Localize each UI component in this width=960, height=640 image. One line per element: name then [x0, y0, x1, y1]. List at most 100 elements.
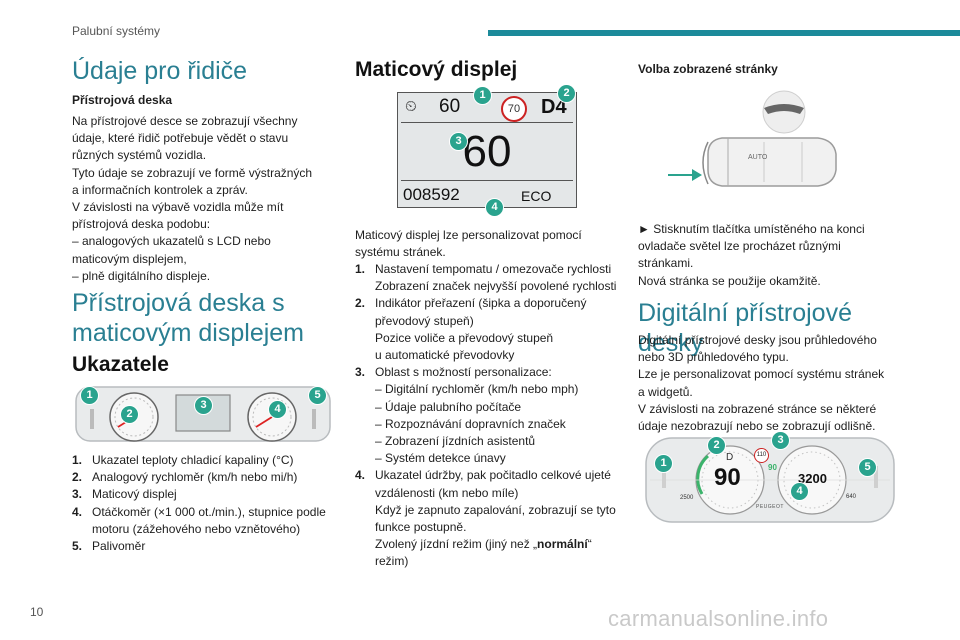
cruise-icon: ⏲ [405, 98, 417, 115]
text-line: Nastavení tempomatu / omezovače rychlost… [375, 262, 612, 276]
callout-badge: 1 [654, 454, 673, 473]
callout-badge: 5 [308, 386, 327, 405]
list-item: 2. Indikátor přeřazení (šipka a doporuče… [355, 295, 623, 364]
list-number: 4. [355, 468, 366, 483]
odometer: 008592 [403, 185, 460, 204]
text-line: Zvolený jízdní režim (jiný než „ [375, 537, 538, 552]
drive-mode: ECO [521, 188, 552, 204]
text-line: Lze je personalizovat pomocí systému str… [638, 367, 885, 382]
light-stalk-image: AUTO [668, 88, 858, 198]
callout-badge: 4 [485, 198, 504, 217]
text-line: Na přístrojové desce se zobrazují všechn… [72, 114, 298, 128]
subhead-page-selection: Volba zobrazené stránky [638, 62, 778, 76]
text-line: režim) [375, 554, 409, 569]
cruise-speed: 60 [439, 96, 461, 117]
text-line: Pozice voliče a převodový stupeň [375, 330, 554, 345]
gauges-list: 1. Ukazatel teploty chladicí kapaliny (°C… [72, 452, 334, 555]
callout-badge: 5 [858, 458, 877, 477]
title-gauges: Ukazatele [72, 353, 169, 376]
text-line: – Digitální rychloměr (km/h nebo mph) [375, 382, 579, 397]
matrix-list: 1. Nastavení tempomatu / omezovače rychl… [355, 261, 623, 571]
display-top-row: ⏲ 60 70 D4 [401, 96, 573, 123]
text-line: ovladače světel lze procházet různými [638, 239, 841, 254]
digital-cluster-image: 90 D 110 90 3200 2500 640 PEUGEOT 1 2 3 … [644, 431, 896, 524]
watermark: carmanualsonline.info [608, 606, 829, 631]
text-line: – Zobrazení jízdních asistentů [375, 434, 536, 449]
text-line: Tyto údaje se zobrazují ve formě výstraž… [72, 165, 313, 180]
text-line: – Údaje palubního počítače [375, 399, 522, 414]
text-line: Když je zapnuto zapalování, zobrazují se… [375, 502, 616, 517]
list-item: 1. Nastavení tempomatu / omezovače rychl… [355, 261, 623, 295]
callout-badge: 1 [473, 86, 492, 105]
text-line: Maticový displej lze personalizovat pomo… [355, 228, 582, 242]
title-line: Přístrojová deska s [72, 289, 285, 317]
list-text: Maticový displej [92, 487, 177, 502]
digital-gear: D [726, 452, 734, 463]
text-line: Oblast s možností personalizace: [375, 365, 552, 380]
digital-speed-limit: 110 [754, 448, 769, 463]
digital-speed: 90 [714, 464, 741, 491]
display-frame [397, 92, 577, 208]
display-divider [401, 180, 573, 181]
mode-emphasis: normální [537, 537, 588, 552]
text-line: údaje nezobrazují nebo se zobrazují odli… [638, 419, 876, 434]
text-line: stránkami. [638, 256, 694, 271]
list-text: Ukazatel teploty chladicí kapaliny (°C) [92, 453, 294, 467]
list-item: 1. Ukazatel teploty chladicí kapaliny (°C… [72, 452, 334, 469]
text-line: V závislosti na výbavě vozidla může mít [72, 200, 284, 215]
callout-badge: 4 [268, 400, 287, 419]
text-line: V závislosti na zobrazené stránce se něk… [638, 401, 877, 416]
text-line: – Rozpoznávání dopravních značek [375, 416, 566, 431]
text-line: systému stránek. [355, 245, 446, 260]
digital-panels-text: Digitální přístrojové desky jsou průhled… [638, 332, 900, 435]
subhead-instrument-panel: Přístrojová deska [72, 93, 173, 107]
brand-logo: PEUGEOT [756, 504, 784, 510]
text-line: nebo 3D průhledového typu. [638, 350, 789, 365]
page-selection-text: ► Stisknutím tlačítka umístěného na konc… [638, 221, 900, 290]
text-line: – analogových ukazatelů s LCD nebo [72, 234, 271, 249]
text-line: Nová stránka se použije okamžitě. [638, 273, 821, 288]
list-item: 3. Maticový displej [72, 486, 334, 503]
text-line: funkce postupně. [375, 520, 467, 535]
text-line: přístrojová deska podobu: [72, 217, 211, 232]
list-text: Analogový rychloměr (km/h nebo mi/h) [92, 470, 298, 485]
digital-speed: 60 [462, 127, 512, 176]
title-matrix-display: Maticový displej [355, 58, 518, 81]
matrix-intro: Maticový displej lze personalizovat pomo… [355, 227, 623, 261]
list-number: 1. [355, 262, 366, 276]
text-line: údaje, které řidič potřebuje vědět o sta… [72, 131, 289, 146]
text-line: Digitální přístrojové desky jsou průhled… [638, 333, 877, 347]
text-fragment: “ [587, 537, 592, 552]
callout-badge: 2 [707, 436, 726, 455]
digital-rpm: 3200 [798, 471, 827, 486]
gear-indicator: D4 [541, 96, 567, 118]
stalk-auto-label: AUTO [748, 154, 768, 161]
text-line: a widgetů. [638, 384, 693, 399]
list-number: 1. [72, 453, 83, 467]
callout-badge: 4 [790, 482, 809, 501]
text-line: – Systém detekce únavy [375, 451, 506, 466]
title-matrix-panel: Přístrojová deska s maticovým displejem [72, 288, 334, 348]
callout-badge: 3 [771, 431, 790, 450]
list-text: Oblast s možností personalizace: – Digitá… [375, 364, 623, 467]
text-line: různých systémů vozidla. [72, 148, 207, 163]
text-line: ► Stisknutím tlačítka umístěného na konc… [638, 222, 865, 236]
list-number: 3. [72, 487, 83, 502]
title-line: maticovým displejem [72, 319, 305, 347]
text-line: vzdálenosti (km nebo míle) [375, 485, 519, 500]
list-item: 5.Palivoměr [72, 538, 334, 555]
list-number: 5. [72, 539, 83, 554]
list-text: Ukazatel údržby, pak počitadlo celkové u… [375, 467, 623, 570]
section-label: Palubní systémy [72, 24, 161, 38]
digital-range: 640 [846, 494, 857, 500]
analog-cluster-image: 1 2 3 4 5 [72, 383, 334, 445]
header-accent-bar [488, 30, 960, 36]
list-item: 4. Ukazatel údržby, pak počitadlo celkov… [355, 467, 623, 570]
callout-badge: 3 [449, 132, 468, 151]
text-line: Zobrazení značek nejvyšší povolené rychl… [375, 279, 617, 294]
page-number: 10 [30, 605, 44, 619]
intro-paragraph: Na přístrojové desce se zobrazují všechn… [72, 113, 334, 285]
list-item: 4.Otáčkoměr (×1 000 ot./min.), stupnice … [72, 504, 334, 538]
matrix-display-image: ⏲ 60 70 D4 60 008592 ECO 1 2 3 4 [397, 84, 579, 217]
